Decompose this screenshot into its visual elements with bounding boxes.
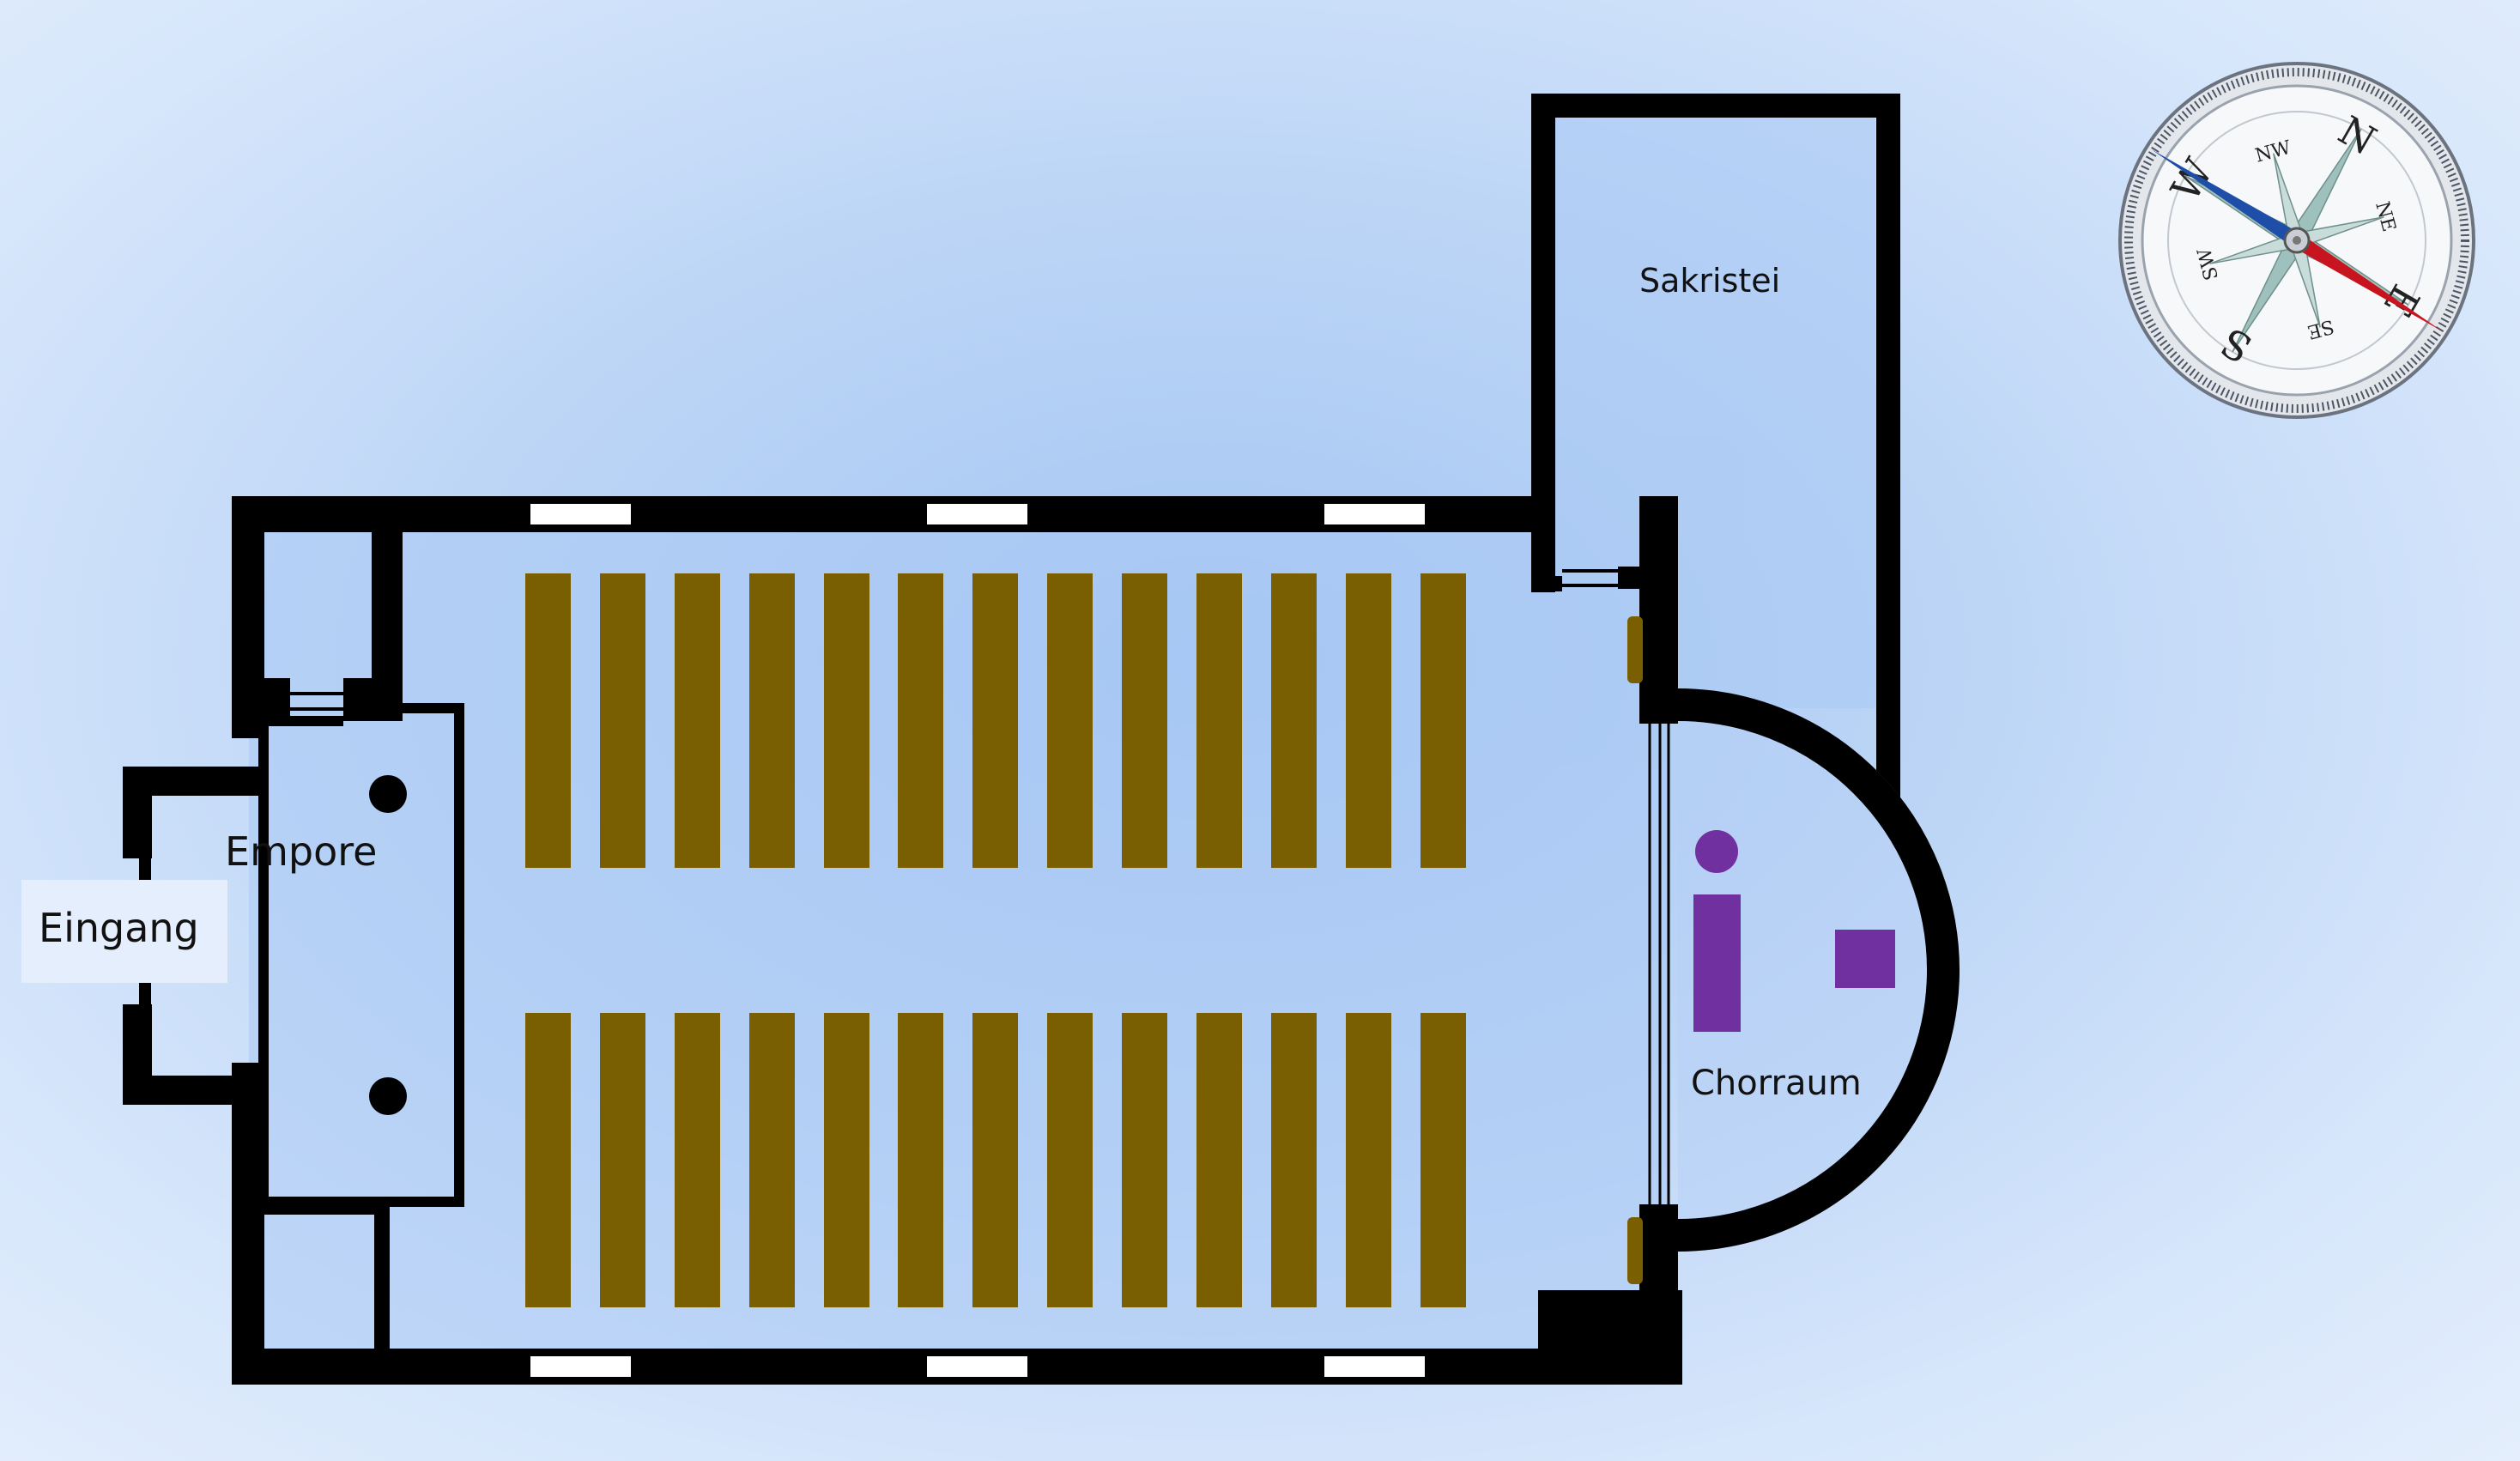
choir-label: Chorraum [1691,1064,1862,1103]
window [530,1356,631,1377]
pew [749,573,795,868]
pews-north-block [525,573,1466,868]
window [1324,1356,1425,1377]
pew [525,573,571,868]
pew [972,573,1018,868]
altar [1835,930,1895,988]
compass-rose: W N E S NW NE SE SW [2118,62,2475,419]
pew [1047,1013,1093,1307]
windows [530,504,1425,1377]
pew [1196,573,1242,868]
pew [1421,573,1466,868]
pew [1346,573,1391,868]
pew [824,1013,869,1307]
window [530,504,631,524]
pew [1196,1013,1242,1307]
pew [972,1013,1018,1307]
window [927,504,1027,524]
entrance-label: Eingang [39,905,199,951]
pew [1271,573,1317,868]
pews-south-block [525,1013,1466,1307]
pew [824,573,869,868]
pew [1271,1013,1317,1307]
pew [600,1013,645,1307]
pew [525,1013,571,1307]
column [369,1077,407,1115]
pew [898,1013,943,1307]
pew [675,1013,720,1307]
window [927,1356,1027,1377]
entrance-label-backdrop [21,880,227,983]
compass-needle [2151,149,2443,331]
pew [1122,573,1167,868]
pew [1047,573,1093,868]
nave-walls [232,496,1682,1385]
pew [1122,1013,1167,1307]
choir-apse [1648,688,1960,1252]
pew [600,573,645,868]
chancel-bench [1627,616,1643,683]
pew [1421,1013,1466,1307]
column [369,775,407,813]
chancel-bench [1627,1217,1643,1284]
sacristy-label: Sakristei [1639,262,1780,300]
baptismal-font [1695,830,1738,873]
lectern [1693,894,1741,1032]
entrance-tower [123,515,464,1356]
pew [1346,1013,1391,1307]
pew [898,573,943,868]
pew [749,1013,795,1307]
sacristy-walls [1531,94,1900,805]
gallery-label: Empore [225,828,377,875]
pew [675,573,720,868]
window [1324,504,1425,524]
